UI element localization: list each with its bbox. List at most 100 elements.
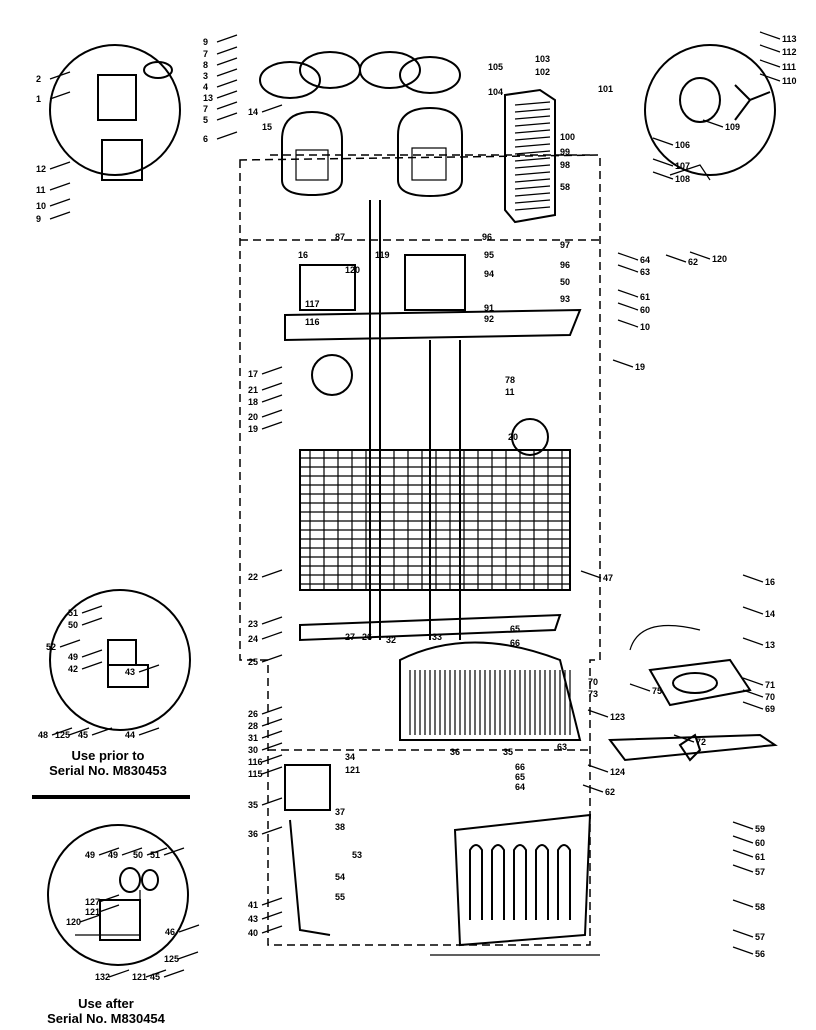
part-callout: 1 <box>36 94 41 104</box>
leader-line <box>759 73 781 82</box>
leader-line <box>617 289 639 298</box>
leader-line <box>652 171 674 180</box>
part-callout: 13 <box>203 93 213 103</box>
part-callout: 55 <box>335 892 345 902</box>
part-callout: 64 <box>515 782 525 792</box>
part-callout: 42 <box>68 664 78 674</box>
part-callout: 116 <box>248 757 263 767</box>
part-callout: 66 <box>510 638 520 648</box>
part-callout: 70 <box>588 677 598 687</box>
leader-line <box>146 847 168 856</box>
part-callout: 35 <box>503 747 513 757</box>
part-callout: 30 <box>248 745 258 755</box>
condenser-fin <box>514 150 551 155</box>
leader-line <box>742 606 764 615</box>
leader-line <box>216 57 238 66</box>
part-callout: 75 <box>652 686 662 696</box>
part-callout: 20 <box>508 432 518 442</box>
heater-loop <box>513 844 527 920</box>
leader-line <box>261 897 283 906</box>
part-callout: 78 <box>505 375 515 385</box>
leader-line <box>49 211 71 220</box>
leader-line <box>91 727 113 736</box>
leader-line <box>742 574 764 583</box>
part-callout: 132 <box>95 972 110 982</box>
leader-line <box>732 849 754 858</box>
leader-line <box>261 654 283 663</box>
relay-inset <box>49 44 181 181</box>
leader-line <box>163 969 185 978</box>
leader-line <box>261 569 283 578</box>
part-callout: 70 <box>765 692 775 702</box>
leader-line <box>261 911 283 920</box>
leader-line <box>261 382 283 391</box>
part-callout: 103 <box>535 54 550 64</box>
part-callout: 33 <box>432 632 442 642</box>
part-callout: 59 <box>755 824 765 834</box>
part-callout: 20 <box>248 412 258 422</box>
part-callout: 23 <box>248 619 258 629</box>
part-callout: 9 <box>36 214 41 224</box>
part-callout: 125 <box>164 954 179 964</box>
part-callout: 51 <box>150 850 160 860</box>
part-callout: 121 <box>345 765 360 775</box>
part-callout: 127 <box>85 897 100 907</box>
heater-loop <box>469 844 483 920</box>
leader-line <box>617 302 639 311</box>
leader-line <box>673 734 695 743</box>
leader-line <box>732 929 754 938</box>
part-callout: 32 <box>386 635 396 645</box>
part-callout: 110 <box>782 76 797 86</box>
leader-line <box>49 91 71 100</box>
part-callout: 10 <box>36 201 46 211</box>
part-callout: 26 <box>362 632 372 642</box>
part-callout: 63 <box>640 267 650 277</box>
part-callout: 17 <box>248 369 258 379</box>
part-callout: 13 <box>765 640 775 650</box>
leader-line <box>81 661 103 670</box>
part-callout: 19 <box>248 424 258 434</box>
leader-line <box>216 46 238 55</box>
part-callout: 65 <box>510 624 520 634</box>
leader-line <box>145 969 167 978</box>
tubing-loops <box>259 51 461 99</box>
condenser-fin <box>514 122 551 127</box>
leader-line <box>732 899 754 908</box>
leader-line <box>81 617 103 626</box>
leader-line <box>216 90 238 99</box>
part-callout: 5 <box>203 115 208 125</box>
part-callout: 107 <box>675 161 690 171</box>
part-callout: 11 <box>505 387 515 397</box>
part-callout: 50 <box>133 850 143 860</box>
part-callout: 48 <box>38 730 48 740</box>
condenser-fin <box>514 129 551 134</box>
part-callout: 49 <box>108 850 118 860</box>
leader-line <box>261 616 283 625</box>
part-callout: 12 <box>36 164 46 174</box>
leader-line <box>98 894 120 903</box>
part-callout: 120 <box>345 265 360 275</box>
part-callout: 25 <box>248 657 258 667</box>
part-callout: 109 <box>725 122 740 132</box>
leader-line <box>216 112 238 121</box>
leader-line <box>108 969 130 978</box>
part-callout: 112 <box>782 47 797 57</box>
part-callout: 91 <box>484 303 494 313</box>
leader-line <box>587 709 609 718</box>
part-callout: 66 <box>515 762 525 772</box>
part-callout: 18 <box>248 397 258 407</box>
leader-line <box>665 254 687 263</box>
leader-line <box>261 730 283 739</box>
leader-line <box>587 764 609 773</box>
part-callout: 63 <box>557 742 567 752</box>
leader-line <box>612 359 634 368</box>
part-callout: 62 <box>688 257 698 267</box>
part-callout: 95 <box>484 250 494 260</box>
condenser-fin <box>514 185 551 190</box>
valve-inset-prior <box>49 589 191 731</box>
part-callout: 54 <box>335 872 345 882</box>
caption-after-line2: Serial No. M830454 <box>47 1011 165 1026</box>
part-callout: 43 <box>248 914 258 924</box>
leader-line <box>49 161 71 170</box>
